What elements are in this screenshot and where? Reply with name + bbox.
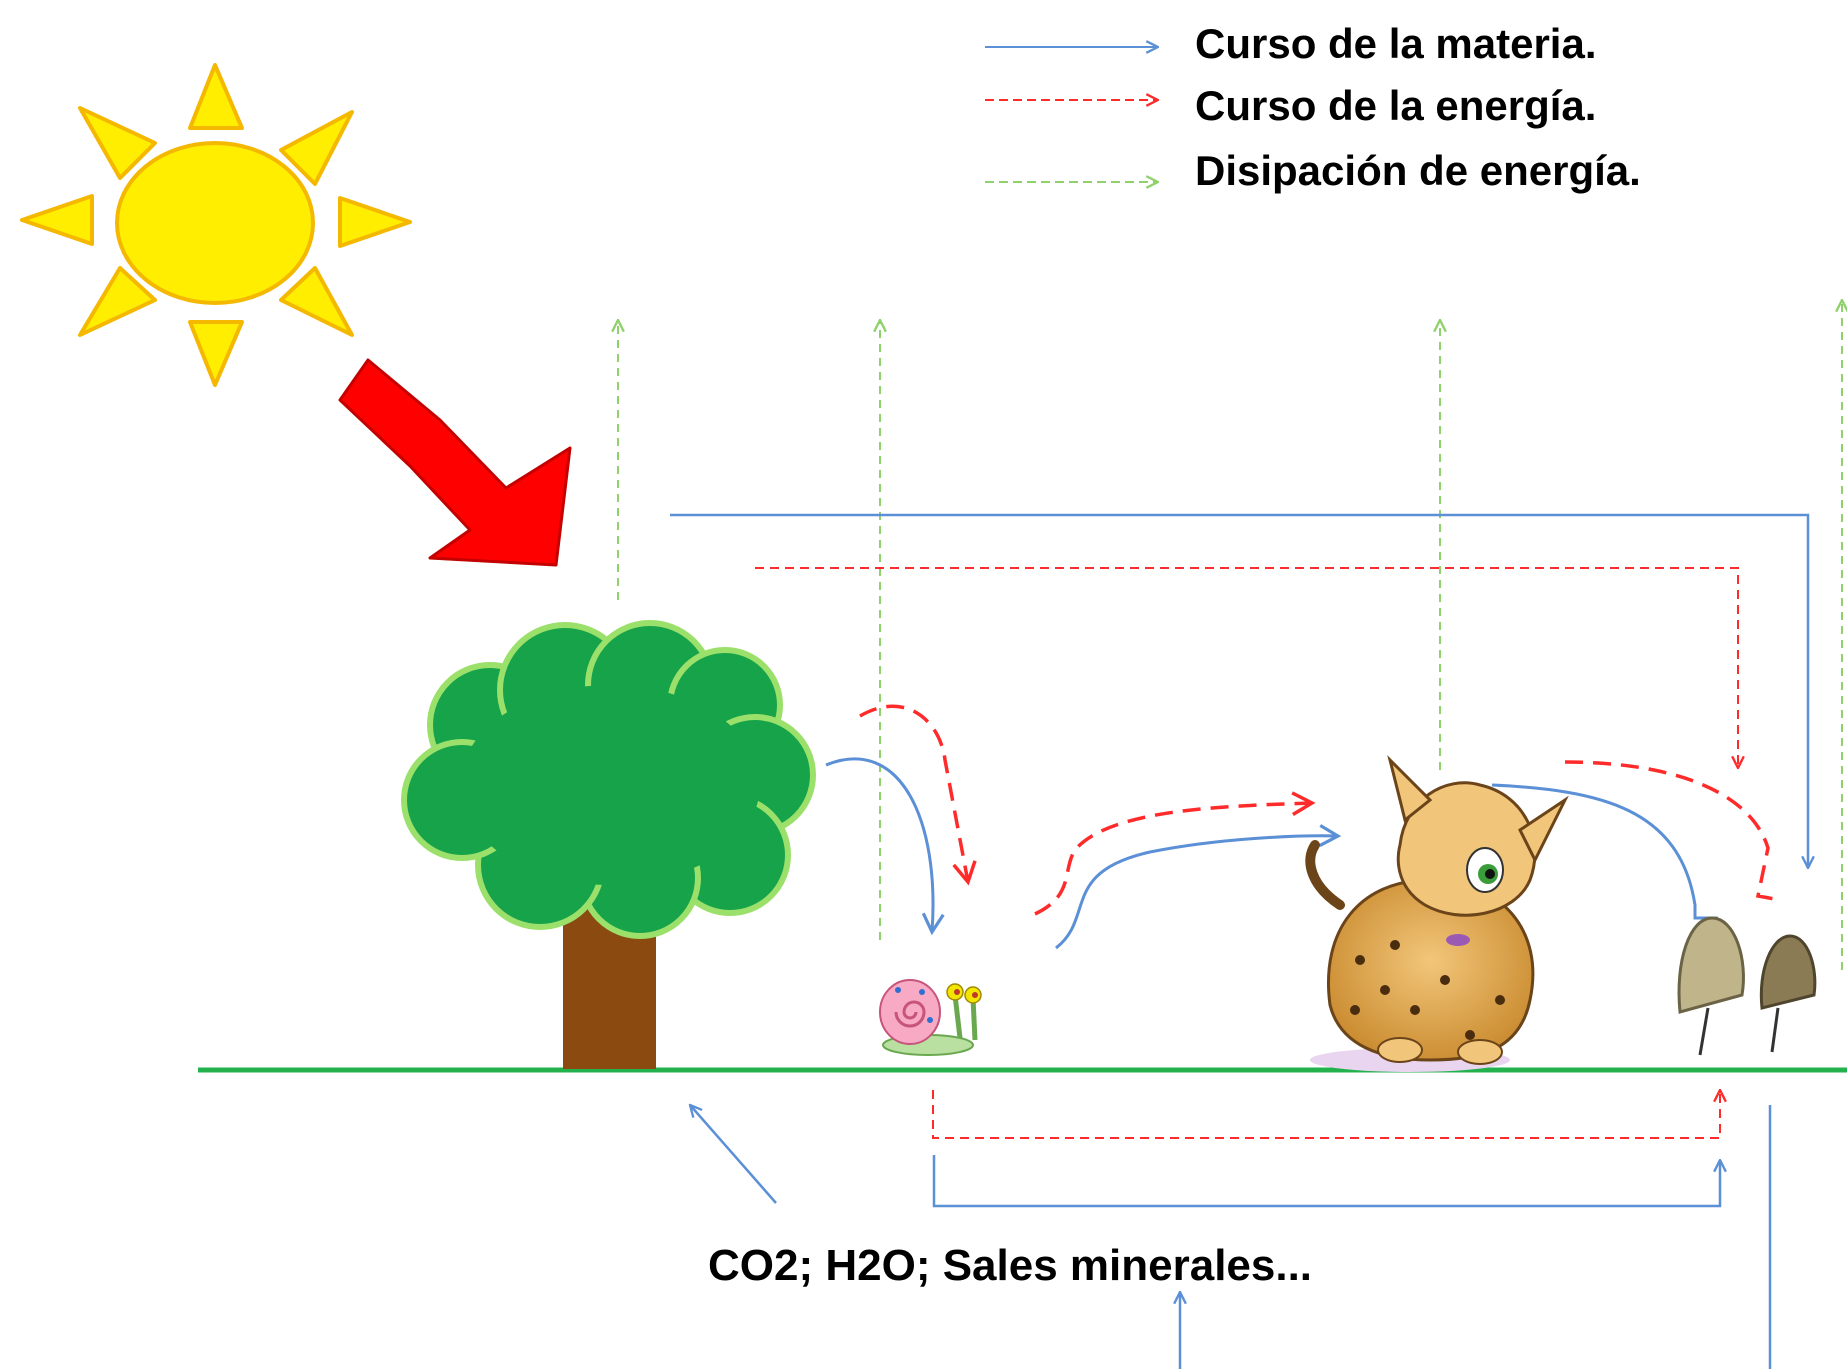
matter-flow-arrows [670, 513, 1808, 1369]
mushroom-icon [1677, 916, 1817, 1056]
matter-arrow-minerals-to-tree [690, 1105, 777, 1204]
sun-icon [20, 63, 412, 387]
matter-arrow-snail-to-lynx [1055, 824, 1342, 950]
energy-arrow-tree-to-snail [859, 704, 977, 886]
sunlight-energy-arrow [338, 358, 572, 567]
legend-dissipation-label: Disipación de energía. [1195, 147, 1641, 194]
legend-energy-label: Curso de la energía. [1195, 82, 1596, 129]
legend: Curso de la materia. Curso de la energía… [985, 20, 1641, 194]
snail-icon [879, 979, 982, 1056]
energy-arrow-top-to-decomposers [755, 567, 1738, 768]
legend-matter-label: Curso de la materia. [1195, 20, 1596, 67]
minerals-label: CO2; H2O; Sales minerales... [708, 1241, 1312, 1290]
dissipation-arrows [618, 300, 1842, 970]
energy-flow-arrows [755, 567, 1781, 1139]
energy-arrow-lynx-to-mushroom [1564, 760, 1781, 902]
matter-arrow-lynx-to-mushroom [1491, 783, 1718, 920]
matter-arrow-ground-snail-to-decomposers [932, 1155, 1720, 1208]
energy-arrow-snail-to-lynx [1034, 791, 1316, 916]
matter-arrow-top-to-decomposers [670, 513, 1808, 868]
matter-arrow-tree-to-snail [825, 757, 945, 936]
lynx-icon [1305, 755, 1569, 1072]
energy-arrow-ground-snail-to-decomposers [932, 1090, 1720, 1139]
tree-icon [401, 620, 816, 1069]
